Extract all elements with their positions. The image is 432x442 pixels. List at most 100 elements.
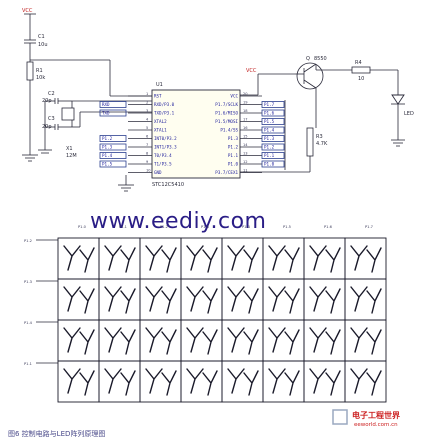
- mcu-right-pin-name: P1.2: [228, 145, 239, 150]
- led-diode-mark: [366, 288, 382, 314]
- led-diode-mark: [325, 370, 341, 396]
- matrix-cell: [344, 278, 387, 321]
- mcu-left-pin-number: 1: [146, 92, 148, 96]
- vcc-top-label: VCC: [22, 8, 33, 14]
- mcu-left-pin-number: 10: [146, 169, 151, 173]
- mcu-left-pin-name: GND: [154, 170, 162, 175]
- r3-label: R3: [316, 134, 323, 140]
- led-diode-mark: [145, 368, 163, 394]
- matrix-cell: [139, 319, 182, 362]
- matrix-cell: [180, 237, 223, 280]
- q-label: Q: [306, 56, 310, 62]
- led-diode-mark: [268, 368, 286, 394]
- r1-resistor: [26, 61, 34, 81]
- led-label: LED: [404, 111, 414, 117]
- mcu-left-net-box: [99, 109, 127, 117]
- led-diode-mark: [227, 245, 245, 271]
- mcu-left-net-box: [99, 152, 127, 159]
- led-diode-mark: [284, 288, 300, 314]
- led-diode-mark: [145, 245, 163, 271]
- led-diode-mark: [120, 329, 136, 355]
- r4-value: 10: [358, 76, 364, 82]
- matrix-cell: [98, 237, 141, 280]
- mcu-right-pin-number: 20: [243, 92, 248, 96]
- mcu-left-net-box: [99, 101, 127, 108]
- matrix-column-net: P1.7: [365, 225, 373, 229]
- led-diode-mark: [161, 370, 177, 396]
- matrix-cell: [221, 237, 264, 280]
- matrix-cell: [221, 319, 264, 362]
- brand-logo-icon: [332, 409, 348, 425]
- matrix-cell: [98, 278, 141, 321]
- led-diode-mark: [120, 370, 136, 396]
- r4-label: R4: [355, 60, 362, 66]
- mcu-left-pin-name: INT1/P3.3: [154, 145, 177, 150]
- led-diode-mark: [350, 245, 368, 271]
- mcu-right-pin-number: 12: [243, 160, 248, 164]
- matrix-column-net: P1.1: [119, 225, 127, 229]
- mcu-left-net-box: [99, 160, 127, 168]
- led-diode-mark: [104, 327, 122, 353]
- mcu-left-pin-number: 6: [146, 135, 149, 139]
- u1-part-label: STC12C5410: [152, 182, 184, 188]
- led-diode-mark: [284, 247, 300, 273]
- matrix-row-net: P1.2: [24, 239, 32, 243]
- matrix-cell: [57, 237, 100, 280]
- r1-label: R1: [36, 68, 43, 74]
- mcu-left-pin-number: 3: [146, 109, 148, 113]
- site-watermark: www.eediy.com: [90, 209, 266, 234]
- led-diode-mark: [325, 247, 341, 273]
- matrix-cell: [262, 360, 305, 403]
- matrix-cell: [344, 360, 387, 403]
- led-diode-mark: [366, 370, 382, 396]
- c1-label: C1: [38, 34, 45, 40]
- mcu-right-net-label: P1.5: [264, 119, 275, 124]
- mcu-left-net-label: TXD: [102, 111, 110, 116]
- x1-value: 12M: [66, 153, 77, 159]
- x1-crystal: [61, 107, 75, 121]
- mcu-right-pin-name: P1.6/MISO: [215, 111, 238, 116]
- mcu-right-pin-number: 17: [243, 118, 248, 122]
- r3-value: 4.7K: [316, 141, 328, 147]
- mcu-right-net-label: P1.2: [264, 145, 275, 150]
- led-diode-mark: [161, 247, 177, 273]
- led-diode-mark: [309, 327, 327, 353]
- led-diode-mark: [202, 247, 218, 273]
- vcc-mid-label: VCC: [246, 68, 257, 74]
- mcu-right-net-label: P1.7: [264, 102, 275, 107]
- matrix-cell: [57, 360, 100, 403]
- led-diode-mark: [186, 368, 204, 394]
- led-diode-mark: [186, 245, 204, 271]
- brand-name: 电子工程世界: [352, 410, 401, 420]
- led-diode-mark: [104, 368, 122, 394]
- mcu-right-net-label: P1.3: [264, 136, 275, 141]
- matrix-cell: [98, 319, 141, 362]
- led-diode-mark: [227, 368, 245, 394]
- led-diode-mark: [366, 247, 382, 273]
- mcu-right-pin-number: 14: [243, 143, 248, 147]
- led-diode-mark: [227, 286, 245, 312]
- mcu-left-pin-name: XTAL1: [154, 128, 167, 133]
- matrix-cell: [303, 278, 346, 321]
- mcu-right-pin-number: 18: [243, 109, 248, 113]
- q-transistor: [296, 62, 324, 90]
- led-diode-mark: [243, 329, 259, 355]
- led-diode-mark: [161, 329, 177, 355]
- mcu-left-pin-number: 7: [146, 143, 148, 147]
- led-diode-mark: [350, 286, 368, 312]
- mcu-right-net-box: [261, 143, 285, 151]
- mcu-right-pin-name: P1.3: [228, 136, 239, 141]
- mcu-left-pin-number: 2: [146, 101, 148, 105]
- mcu-right-pin-name: P1.0: [228, 162, 239, 167]
- matrix-cell: [180, 360, 223, 403]
- brand-url: eeworld.com.cn: [354, 422, 398, 428]
- mcu-left-net-label: P1.5: [102, 162, 113, 167]
- led-diode-mark: [268, 327, 286, 353]
- matrix-column-net: P1.3: [201, 225, 209, 229]
- mcu-right-pin-name: P1.1: [228, 153, 239, 158]
- led-diode-mark: [63, 245, 81, 271]
- led-diode-mark: [243, 288, 259, 314]
- mcu-right-pin-name: P1.5/MOSI: [215, 119, 238, 124]
